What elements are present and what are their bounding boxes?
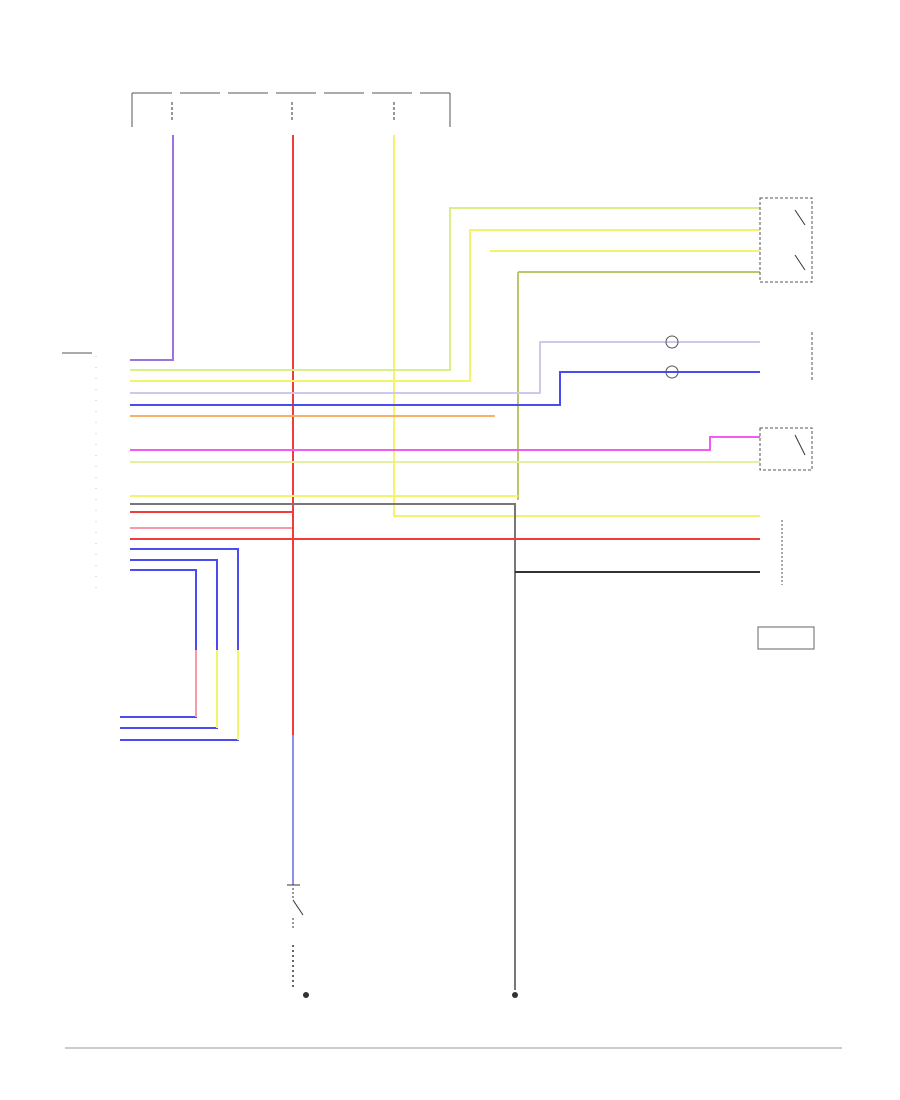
legend-box: [757, 626, 815, 650]
switch-top-right: [759, 197, 813, 283]
wire-purple-feed: [130, 135, 174, 361]
fuse-panel-bus: [131, 92, 451, 127]
switch-magenta: [759, 427, 813, 471]
wire-blue-low-1: [120, 548, 239, 741]
door-switch-left: [287, 884, 304, 930]
ground-left: [303, 992, 309, 998]
wire-gray-1: [130, 341, 760, 394]
wire-yellow-2: [130, 229, 760, 382]
wire-blue-main: [130, 371, 760, 406]
wire-gray-2: [130, 503, 516, 990]
ground-right: [512, 992, 518, 998]
wire-yellow-green-1: [130, 207, 760, 371]
wire-blue-low-2: [120, 559, 218, 729]
wire-magenta: [130, 436, 760, 451]
module-connector: [62, 352, 97, 590]
wire-yellow-feed: [393, 135, 760, 517]
wire-red-feed: [130, 135, 294, 513]
bulb-upper: [665, 332, 813, 382]
wire-blue-low-3: [120, 569, 197, 718]
